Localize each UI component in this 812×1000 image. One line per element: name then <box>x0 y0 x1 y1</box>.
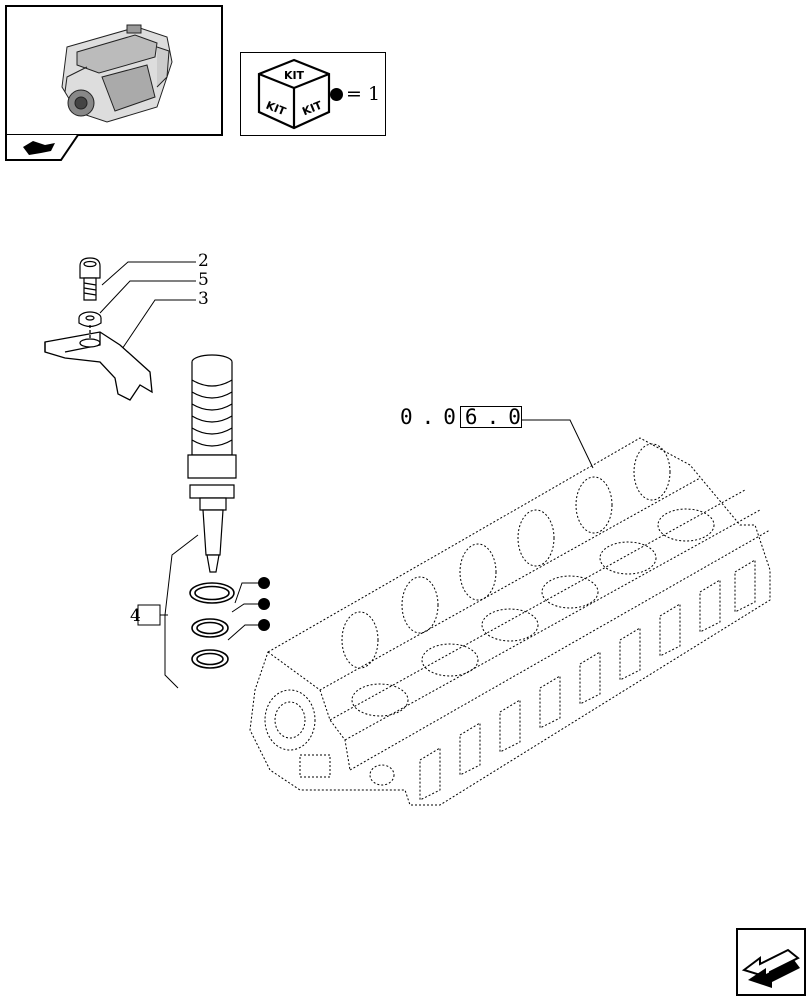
page-back-arrow-icon[interactable] <box>736 928 806 996</box>
leader-washer <box>99 280 196 314</box>
kit-label-top: KIT <box>284 69 305 82</box>
o-rings <box>189 582 235 669</box>
ring-kit-callout-box <box>137 604 161 626</box>
cylinder-head-part <box>249 437 771 806</box>
kit-legend-box: KIT KIT KIT <box>240 52 386 136</box>
filled-circle-icon <box>258 619 270 631</box>
kit-cube-icon: KIT KIT KIT <box>257 58 331 130</box>
leader-ring-kit <box>164 534 199 689</box>
washer-part <box>78 311 102 328</box>
kit-legend: = 1 <box>330 84 380 104</box>
callout-washer: 5 <box>198 270 209 290</box>
filled-circle-icon <box>258 598 270 610</box>
leader-bracket <box>117 299 196 356</box>
filled-circle-icon <box>330 88 343 101</box>
kit-legend-text: = 1 <box>346 83 381 105</box>
assembly-reference-box <box>460 406 522 428</box>
bracket-part <box>44 325 153 401</box>
injector-part <box>187 354 237 573</box>
callout-ring-kit: 4 <box>130 606 141 626</box>
screw-part <box>79 257 101 301</box>
leader-screw <box>101 261 196 286</box>
kit-bullets <box>258 577 270 631</box>
engine-thumbnail <box>5 5 223 136</box>
callout-bracket: 3 <box>198 289 209 309</box>
callout-screw: 2 <box>198 251 209 271</box>
leader-reference <box>522 419 594 469</box>
filled-circle-icon <box>258 577 270 589</box>
engine-thumbnail-image <box>61 24 173 123</box>
engine-section-icon <box>23 141 55 155</box>
section-tab[interactable] <box>5 135 79 161</box>
